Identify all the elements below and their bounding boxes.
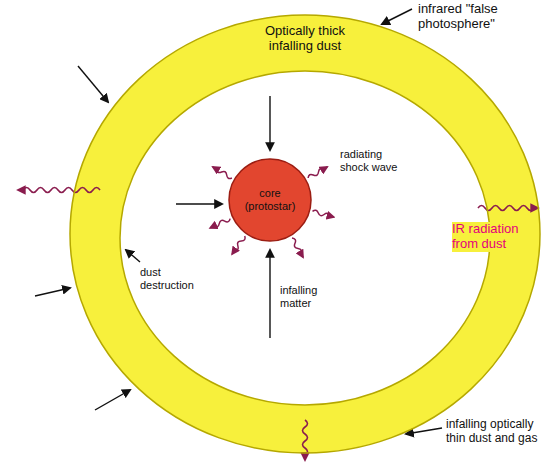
infall-arrow (95, 390, 130, 410)
shell-label: Optically thick infalling dust (245, 24, 365, 54)
shock-wave-arrow (231, 235, 247, 255)
annotation: infalling matter (280, 284, 340, 309)
annotation: dust destruction (140, 266, 204, 291)
inner-edge (120, 71, 490, 405)
core-label: core (protostar) (239, 187, 301, 212)
shock-wave-arrow (212, 165, 233, 179)
annotation: infalling optically thin dust and gas (446, 418, 546, 446)
infall-arrow (269, 96, 270, 150)
protostar-core: core (protostar) (228, 158, 312, 242)
shock-wave-arrow (312, 209, 334, 219)
annotation: radiating shock wave (340, 148, 400, 173)
infall-arrow (35, 288, 70, 296)
outer-edge (70, 15, 540, 453)
shock-wave-arrow (290, 237, 304, 258)
shock-wave-arrow (307, 165, 328, 179)
annotation: IR radiation from dust (452, 222, 536, 252)
ir-wave-arrow (303, 420, 308, 460)
core-circle (229, 159, 311, 241)
annotation: infrared "false photosphere" (418, 2, 546, 32)
infall-arrow (176, 203, 222, 204)
shock-wave-arrow (209, 217, 231, 230)
infall-arrow (269, 250, 270, 338)
leader-arrow (382, 9, 412, 24)
dust-shell-fill (70, 15, 540, 453)
ir-wave-arrow (18, 188, 100, 193)
infall-arrow (78, 66, 108, 102)
leader-arrow (126, 250, 140, 262)
